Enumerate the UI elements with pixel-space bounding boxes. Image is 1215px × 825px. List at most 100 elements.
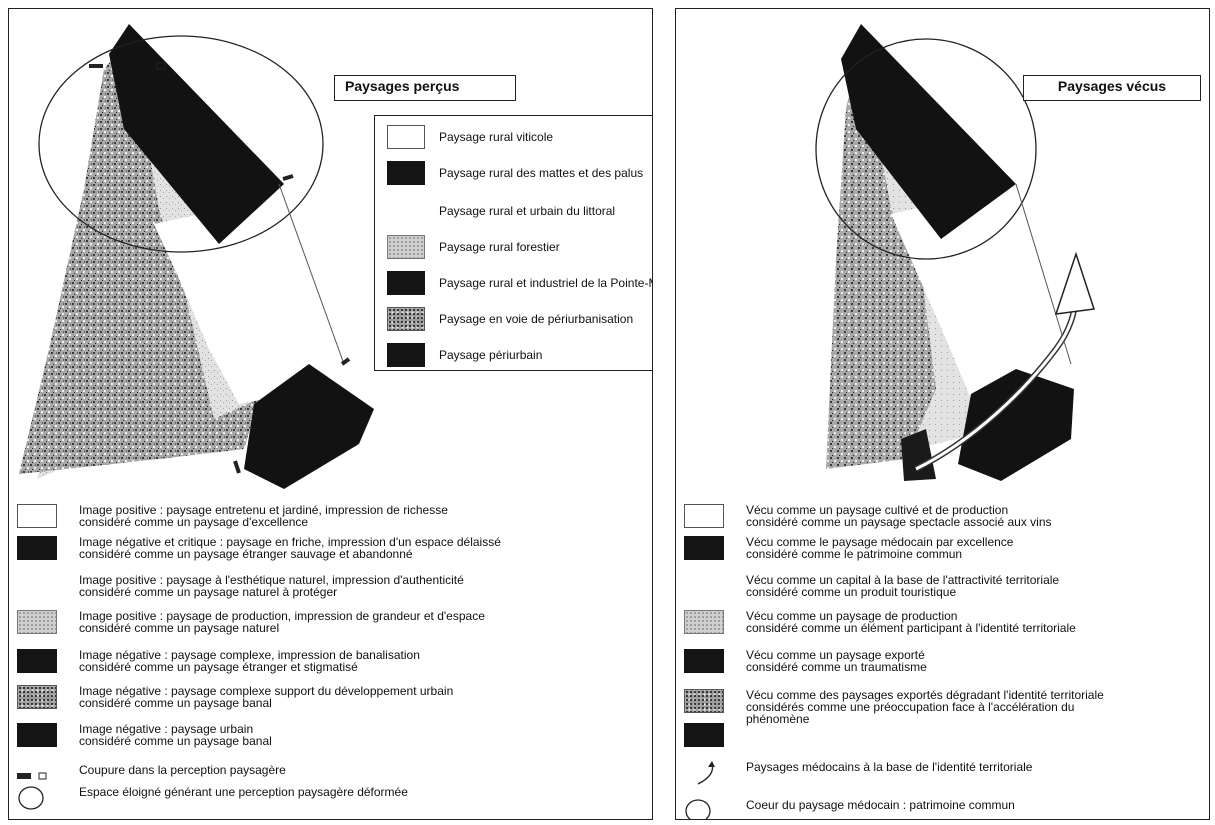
- landscape-area-viticulture: [891, 179, 1046, 404]
- legend-text: Image positive : paysage entretenu et ja…: [79, 504, 448, 528]
- landscape-area-periurbanisation: [826, 39, 936, 469]
- legend-line: Image positive : paysage entretenu et ja…: [79, 503, 448, 517]
- legend-line: considéré comme un élément participant à…: [746, 621, 1076, 635]
- legend-line: Image négative : paysage urbain: [79, 722, 254, 736]
- legend-label: Paysage en voie de périurbanisation: [439, 312, 634, 326]
- legend-text: Image négative : paysage complexe, impre…: [79, 649, 420, 673]
- legend-text: Coupure dans la perception paysagère: [79, 764, 286, 776]
- legend-line: considéré comme le patrimoine commun: [746, 547, 963, 561]
- legend-label: Paysage rural et urbain du littoral: [439, 204, 616, 218]
- legend-line: Image positive : paysage à l'esthétique …: [79, 573, 464, 587]
- legend-line: considéré comme un paysage étranger sauv…: [79, 547, 413, 561]
- legend-line: considéré comme un traumatisme: [746, 660, 927, 674]
- legend-swatch: [387, 125, 425, 149]
- legend-line: Vécu comme le paysage médocain par excel…: [746, 535, 1014, 549]
- landscape-area-periurbanisation: [19, 39, 259, 474]
- legend-text: Paysages médocains à la base de l'identi…: [746, 761, 1032, 773]
- map-legend-item: Paysage rural et industriel de la Pointe…: [387, 270, 652, 296]
- legend-line: considéré comme un paysage naturel à pro…: [79, 585, 338, 599]
- map-legend-item: Paysage rural viticole: [387, 124, 553, 150]
- legend-line: Vécu comme un paysage exporté: [746, 648, 925, 662]
- legend-swatch: [17, 685, 57, 709]
- circle-symbol-icon: [18, 786, 44, 810]
- perceived-landscapes-title: Paysages perçus: [334, 75, 516, 101]
- landscape-area-coast-tip: [901, 429, 936, 481]
- map-legend-item: Paysage rural forestier: [387, 234, 560, 260]
- legend-entry: [684, 723, 746, 747]
- legend-swatch: [684, 610, 724, 634]
- legend-entry: Image négative et critique : paysage en …: [17, 536, 501, 560]
- legend-line: phénomène: [746, 712, 810, 726]
- map-legend-item: Paysage en voie de périurbanisation: [387, 306, 633, 332]
- legend-line: Coupure dans la perception paysagère: [79, 763, 286, 777]
- legend-line: Paysages médocains à la base de l'identi…: [746, 760, 1033, 774]
- legend-line: considéré comme un paysage étranger et s…: [79, 660, 358, 674]
- legend-label: Paysage rural viticole: [439, 130, 554, 144]
- legend-text: Coeur du paysage médocain : patrimoine c…: [746, 799, 1015, 811]
- lived-landscapes-map: [815, 24, 1095, 481]
- legend-line: considéré comme un paysage banal: [79, 696, 272, 710]
- legend-text: Image positive : paysage à l'esthétique …: [79, 574, 464, 598]
- legend-line: Image négative : paysage complexe, impre…: [79, 648, 420, 662]
- legend-swatch: [684, 574, 724, 598]
- legend-line: considéré comme un produit touristique: [746, 585, 957, 599]
- landscape-area-pointe-medoc: [109, 24, 284, 244]
- curved-arrow-icon: [697, 761, 715, 785]
- legend-swatch: [17, 536, 57, 560]
- legend-swatch: [684, 504, 724, 528]
- landscape-area-viticulture: [154, 194, 339, 404]
- perception-cut-line: [278, 183, 345, 365]
- legend-swatch: [387, 199, 425, 223]
- legend-line: Image positive : paysage de production, …: [79, 609, 485, 623]
- legend-entry: Image négative : paysage complexe suppor…: [17, 685, 453, 709]
- identity-arrow-head-icon: [1054, 251, 1095, 315]
- legend-swatch: [387, 307, 425, 331]
- legend-line: considéré comme un paysage spectacle ass…: [746, 515, 1052, 529]
- legend-line: Vécu comme un capital à la base de l'att…: [746, 573, 1060, 587]
- legend-entry: Espace éloigné générant une perception p…: [17, 786, 408, 810]
- legend-entry: Image positive : paysage à l'esthétique …: [17, 574, 464, 598]
- legend-text: Image négative et critique : paysage en …: [79, 536, 501, 560]
- legend-swatch: [387, 235, 425, 259]
- legend-label: Paysage périurbain: [439, 348, 543, 362]
- legend-label: Paysage rural des mattes et des palus: [439, 166, 644, 180]
- legend-line: Image négative : paysage complexe suppor…: [79, 684, 454, 698]
- legend-text: Vécu comme des paysages exportés dégrada…: [746, 689, 1104, 725]
- lived-landscapes-panel: Paysages vécus Vécu comme un paysage cul…: [675, 8, 1210, 820]
- legend-swatch: [684, 649, 724, 673]
- legend-text: Vécu comme un paysage cultivé et de prod…: [746, 504, 1052, 528]
- map-legend-item: Paysage périurbain: [387, 342, 542, 368]
- legend-entry: Coupure dans la perception paysagère: [17, 764, 286, 788]
- landscape-area-periurban: [244, 364, 374, 489]
- legend-text: Image négative : paysage complexe suppor…: [79, 685, 453, 709]
- legend-line: considéré comme un paysage naturel: [79, 621, 280, 635]
- legend-line: considéré comme un paysage banal: [79, 734, 272, 748]
- legend-line: Espace éloigné générant une perception p…: [79, 785, 408, 799]
- legend-text: Vécu comme le paysage médocain par excel…: [746, 536, 1013, 560]
- legend-entry: Vécu comme des paysages exportés dégrada…: [684, 689, 1104, 725]
- cut-symbol-icon: [17, 772, 47, 780]
- legend-line: Coeur du paysage médocain : patrimoine c…: [746, 798, 1015, 812]
- legend-entry: Paysages médocains à la base de l'identi…: [684, 761, 1032, 785]
- legend-text: Image positive : paysage de production, …: [79, 610, 485, 634]
- landscape-area-pointe-medoc: [841, 24, 1016, 239]
- legend-line: considéré comme un paysage d'excellence: [79, 515, 309, 529]
- legend-swatch: [17, 723, 57, 747]
- distant-space-circle: [38, 35, 324, 253]
- medoc-heart-circle: [815, 38, 1037, 260]
- legend-swatch: [387, 161, 425, 185]
- legend-swatch: [17, 574, 57, 598]
- legend-entry: Vécu comme un capital à la base de l'att…: [684, 574, 1059, 598]
- lived-landscapes-title: Paysages vécus: [1023, 75, 1201, 101]
- perceived-landscapes-map: [19, 24, 374, 489]
- legend-entry: Image positive : paysage de production, …: [17, 610, 485, 634]
- legend-label: Paysage rural et industriel de la Pointe…: [439, 276, 652, 290]
- circle-symbol-icon: [685, 799, 711, 819]
